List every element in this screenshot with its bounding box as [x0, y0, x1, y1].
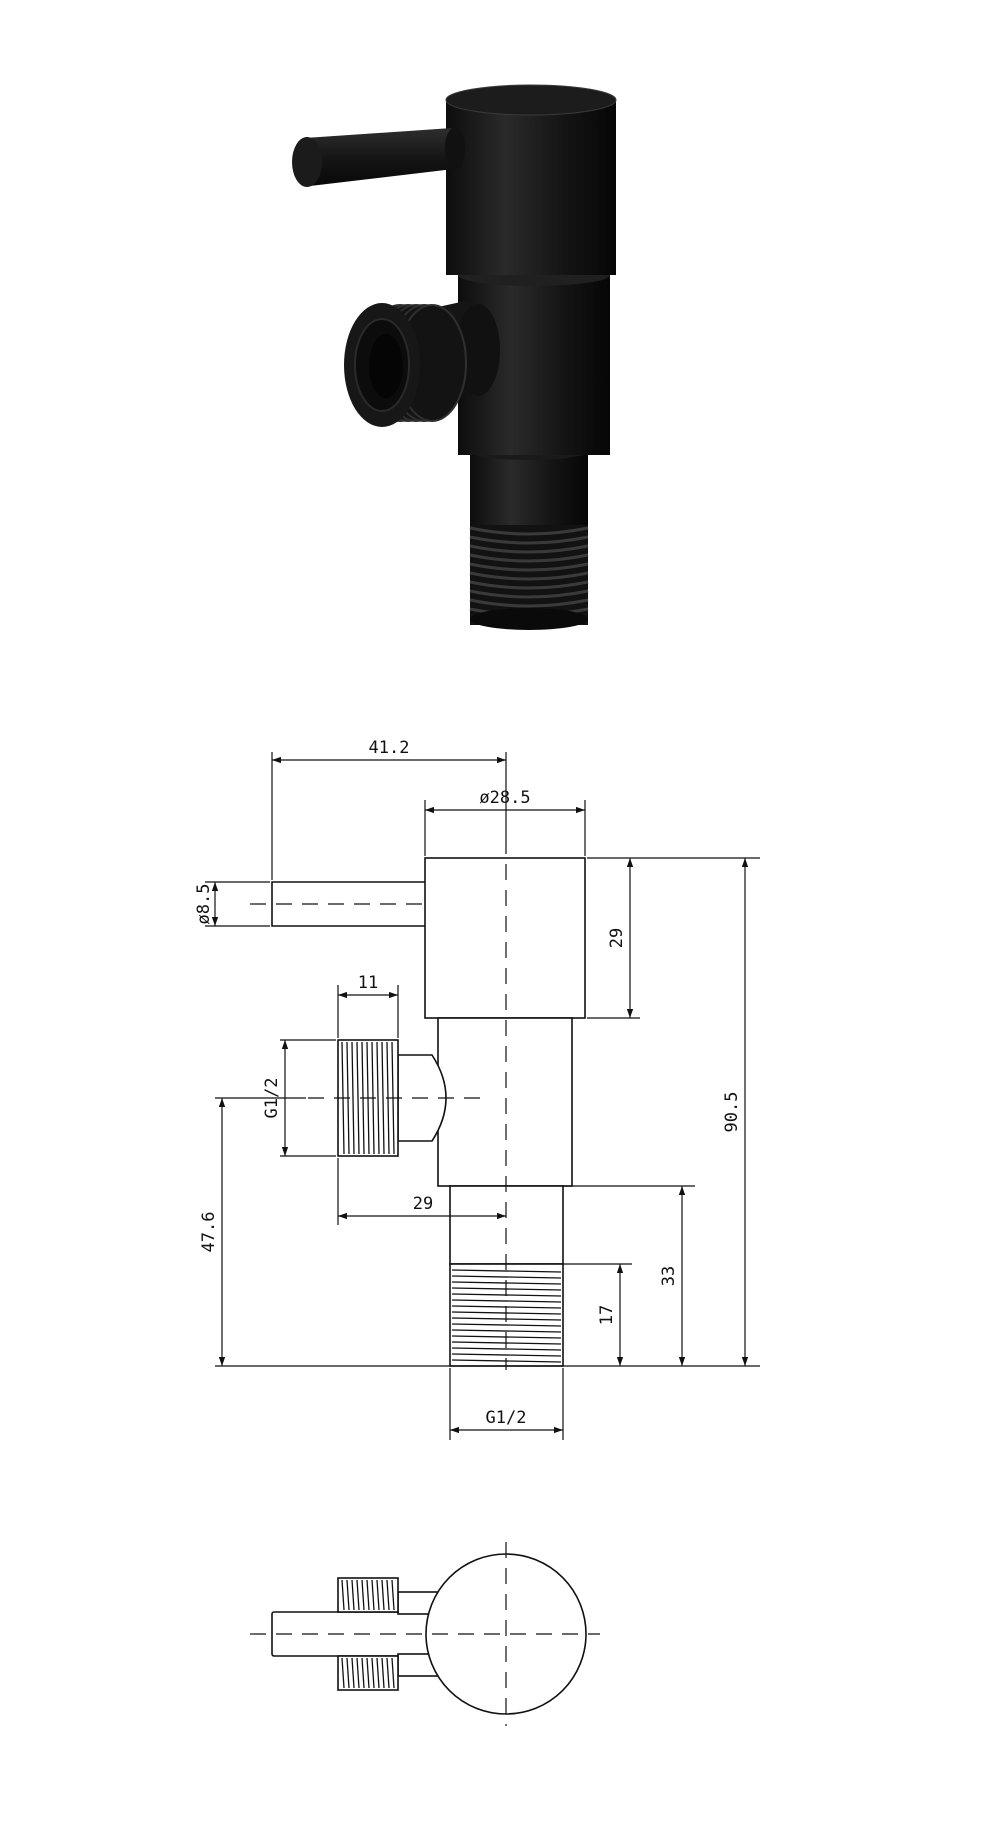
render-thread-ridge: [469, 562, 589, 572]
thread-line: [391, 1657, 395, 1689]
dim-body-diameter: ø28.5: [479, 788, 530, 808]
thread-line: [341, 1657, 345, 1689]
drawing-lever: [271, 881, 430, 927]
render-thread-ridge: [469, 580, 589, 590]
thread-line: [376, 1041, 380, 1155]
render-outlet: [344, 300, 500, 427]
dimension-lines: [211, 756, 749, 1434]
dim-inlet-thread-length: 17: [597, 1305, 617, 1325]
thread-line: [361, 1657, 365, 1689]
render-thread-ridge: [469, 526, 589, 536]
thread-line: [391, 1579, 395, 1611]
front-view-drawing: 41.2 ø28.5 ø8.5 29 90.5 11 G1/2 47.6 29 …: [194, 738, 760, 1440]
dim-total-height: 90.5: [722, 1092, 742, 1133]
dim-head-height: 29: [607, 928, 627, 948]
dim-handle-diameter: ø8.5: [194, 884, 214, 925]
drawing-shank: [449, 1185, 564, 1265]
thread-line: [356, 1041, 360, 1155]
render-thread-ridge: [469, 544, 589, 554]
render-thread-ridge: [469, 553, 589, 563]
dim-inlet-thread: G1/2: [486, 1408, 527, 1428]
thread-line: [451, 1353, 562, 1357]
thread-line: [366, 1657, 370, 1689]
thread-line: [351, 1579, 355, 1611]
render-thread-ridge: [469, 598, 589, 608]
thread-line: [386, 1657, 390, 1689]
thread-line: [366, 1579, 370, 1611]
render-thread-ridge: [469, 571, 589, 581]
thread-line: [381, 1657, 385, 1689]
thread-line: [371, 1657, 375, 1689]
dim-outlet-height: 47.6: [199, 1212, 219, 1253]
render-lever: [292, 127, 465, 187]
dim-outlet-reach: 29: [413, 1194, 433, 1214]
thread-line: [451, 1299, 562, 1303]
thread-line: [376, 1579, 380, 1611]
top-thread-lower: [337, 1655, 399, 1691]
render-thread-ridge: [469, 589, 589, 599]
thread-line: [346, 1579, 350, 1611]
dim-lever-reach: 41.2: [369, 738, 410, 758]
valve-render: [292, 84, 617, 630]
render-inlet-thread: [469, 520, 589, 630]
render-thread-ridge: [469, 535, 589, 545]
render-head: [446, 100, 616, 275]
thread-line: [356, 1657, 360, 1689]
thread-line: [351, 1041, 355, 1155]
thread-line: [381, 1041, 385, 1155]
render-shank: [470, 450, 588, 525]
drawing-mid-body: [437, 1017, 573, 1187]
thread-line: [356, 1579, 360, 1611]
dim-outlet-thread-length: 11: [358, 973, 378, 993]
thread-line: [451, 1269, 562, 1273]
thread-line: [451, 1347, 562, 1351]
dim-inlet-length: 33: [659, 1266, 679, 1286]
thread-line: [381, 1579, 385, 1611]
drawing-head: [424, 857, 586, 1019]
thread-line: [361, 1579, 365, 1611]
thread-line: [376, 1657, 380, 1689]
thread-line: [386, 1579, 390, 1611]
thread-line: [451, 1323, 562, 1327]
thread-line: [346, 1657, 350, 1689]
thread-line: [451, 1275, 562, 1279]
dim-outlet-thread: G1/2: [262, 1078, 282, 1119]
thread-line: [371, 1579, 375, 1611]
top-view-drawing: [250, 1542, 600, 1726]
thread-line: [451, 1329, 562, 1333]
thread-line: [351, 1657, 355, 1689]
thread-line: [341, 1579, 345, 1611]
top-thread-upper: [337, 1577, 399, 1613]
